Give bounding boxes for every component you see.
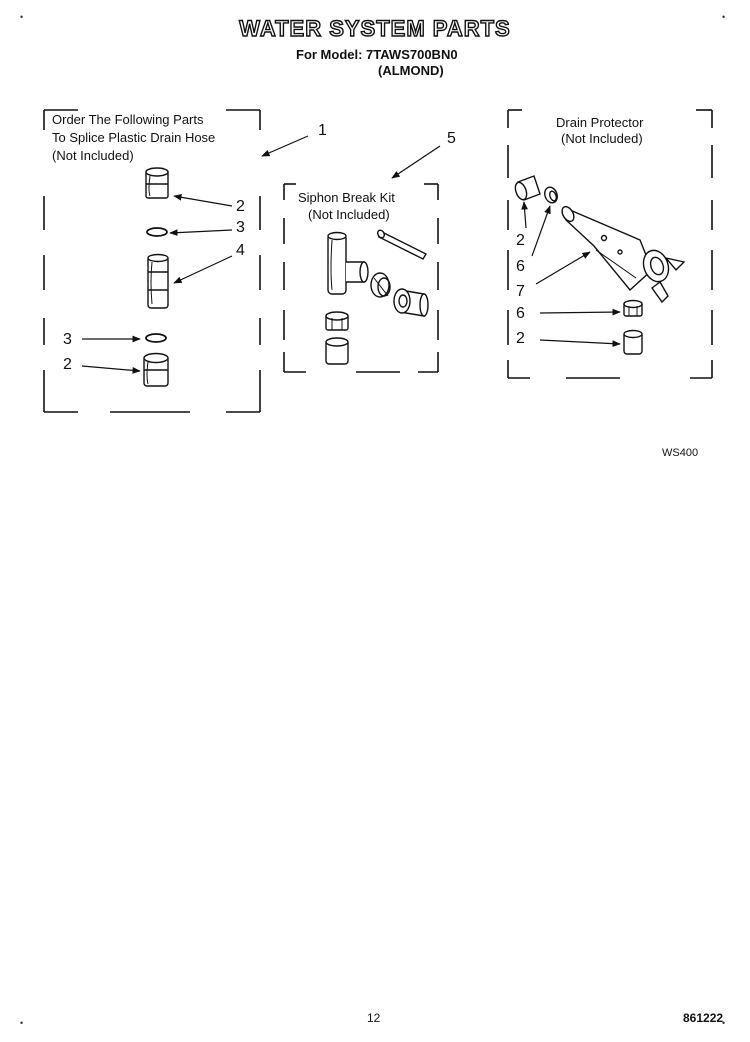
- hose-adapter-top: [145, 167, 169, 199]
- callout-drain-6-top: 6: [516, 258, 525, 275]
- siphon-group-frame: [283, 183, 439, 373]
- callout-splice-4: 4: [236, 242, 245, 259]
- siphon-fitting: [393, 288, 429, 317]
- splice-parts: [143, 167, 169, 387]
- diagram-reference: WS400: [662, 447, 699, 459]
- drain-ring-bottom: [623, 299, 643, 317]
- callout-5: 5: [447, 130, 456, 147]
- splice-group-label-line2: To Splice Plastic Drain Hose: [52, 130, 216, 145]
- callout-splice-2-top: 2: [236, 198, 245, 215]
- siphon-group-label-line1: Siphon Break Kit: [298, 190, 395, 205]
- hose-clamp-bottom: [145, 333, 167, 343]
- siphon-arrow: [391, 145, 441, 179]
- drain-cap-bottom: [623, 329, 643, 355]
- callout-drain-6-bottom: 6: [516, 305, 525, 322]
- hose-clamp-top: [146, 227, 168, 237]
- siphon-group-label-line2: (Not Included): [308, 207, 390, 222]
- splice-arrows: [81, 135, 309, 374]
- siphon-tee: [327, 231, 369, 295]
- corner-mark-bl: •: [20, 1018, 24, 1028]
- splice-group-label-line3: (Not Included): [52, 148, 134, 163]
- page-number: 12: [367, 1011, 381, 1025]
- corner-mark-tr: •: [722, 12, 726, 22]
- callout-1: 1: [318, 122, 327, 139]
- splice-group-label-line1: Order The Following Parts: [52, 112, 204, 127]
- splice-group-frame: [43, 109, 261, 413]
- callout-drain-2-top: 2: [516, 232, 525, 249]
- color-line: (ALMOND): [378, 63, 444, 78]
- callout-drain-2-bottom: 2: [516, 330, 525, 347]
- drain-group-label-line2: (Not Included): [561, 131, 643, 146]
- callout-splice-3-bottom: 3: [63, 331, 72, 348]
- siphon-cap: [325, 337, 349, 365]
- callout-splice-2-bottom: 2: [63, 356, 72, 373]
- corner-mark-tl: •: [20, 12, 24, 22]
- drain-arrows: [521, 201, 621, 347]
- drain-parts: [514, 175, 686, 355]
- drain-group-frame: [507, 109, 713, 379]
- model-line: For Model: 7TAWS700BN0: [296, 47, 458, 62]
- siphon-nut: [325, 311, 349, 331]
- corner-mark-br: •: [722, 1018, 726, 1028]
- siphon-vent-pin: [377, 229, 427, 260]
- siphon-ring: [370, 272, 391, 298]
- document-code: 861222: [683, 1011, 724, 1025]
- siphon-parts: [325, 229, 429, 365]
- hose-adapter-bottom: [143, 352, 169, 387]
- connector-tube: [147, 253, 169, 309]
- callout-drain-7: 7: [516, 283, 525, 300]
- drain-cap-top: [514, 175, 541, 201]
- callout-splice-3-top: 3: [236, 219, 245, 236]
- drain-protector-body: [561, 205, 686, 304]
- drain-ring-top: [544, 186, 558, 204]
- page-title: WATER SYSTEM PARTS: [239, 15, 511, 41]
- drain-group-label-line1: Drain Protector: [556, 115, 644, 130]
